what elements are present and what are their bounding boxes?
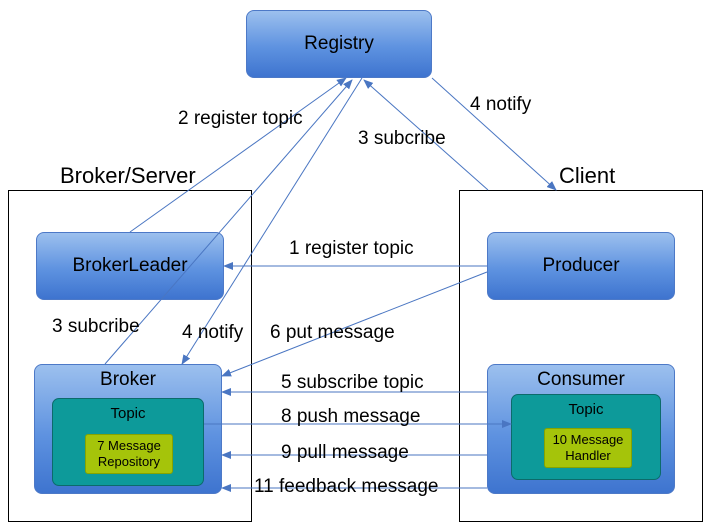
broker-server-title: Broker/Server [60, 163, 196, 188]
label-register-topic-leader: 1 register topic [289, 238, 414, 259]
message-handler: 10 Message Handler [544, 428, 632, 468]
broker-leader-label: BrokerLeader [72, 255, 188, 276]
label-push-message: 8 push message [281, 406, 421, 427]
broker-label: Broker [100, 369, 156, 390]
label-subscribe-topic: 5 subscribe topic [281, 372, 424, 393]
broker-leader-node: BrokerLeader [36, 232, 224, 300]
label-pull-message: 9 pull message [281, 442, 409, 463]
edge-put-message [221, 271, 488, 377]
consumer-topic-label: Topic [568, 401, 604, 418]
label-notify-broker: 4 notify [182, 322, 244, 343]
message-handler-label: 10 Message Handler [552, 432, 624, 463]
label-subscribe-client-registry: 3 subcribe [358, 128, 446, 149]
broker-server-frame [8, 190, 252, 522]
label-subscribe-broker: 3 subcribe [52, 316, 140, 337]
registry-label: Registry [304, 33, 374, 54]
label-register-topic-registry: 2 register topic [178, 108, 303, 129]
label-notify-registry-client: 4 notify [470, 94, 532, 115]
label-feedback-message: 11 feedback message [254, 476, 439, 497]
consumer-label: Consumer [537, 369, 625, 390]
producer-node: Producer [487, 232, 675, 300]
edge-notify-registry-client [431, 77, 557, 191]
broker-topic-label: Topic [110, 405, 146, 422]
message-repository-label: 7 Message Repository [97, 438, 161, 469]
producer-label: Producer [542, 255, 620, 276]
message-repository: 7 Message Repository [85, 434, 173, 474]
edge-register-topic-registry [129, 77, 347, 233]
edge-notify-broker [181, 77, 363, 365]
edge-subscribe-client-registry [363, 79, 489, 191]
edge-subscribe-broker [104, 79, 353, 365]
label-put-message: 6 put message [270, 322, 395, 343]
client-title: Client [559, 163, 616, 188]
client-frame [459, 190, 703, 522]
